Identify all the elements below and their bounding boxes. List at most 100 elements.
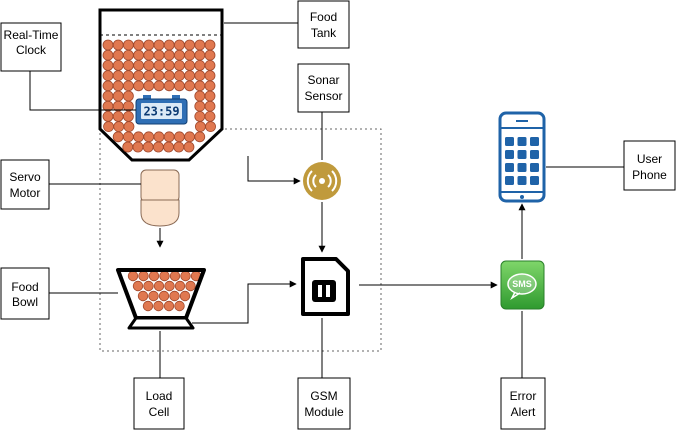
food-pellet: [102, 111, 114, 122]
food-pellet: [148, 290, 159, 302]
food-pellet: [132, 280, 144, 292]
food-pellet: [112, 111, 124, 122]
food-pellet: [163, 49, 175, 61]
food-pellet: [173, 49, 185, 61]
svg-text:Module: Module: [304, 405, 344, 419]
app-tile-icon: [530, 137, 539, 146]
food-pellet: [194, 39, 206, 51]
food-pellet: [102, 60, 114, 71]
svg-text:Tank: Tank: [311, 26, 337, 40]
tank-pellets: [102, 39, 216, 153]
food-pellet: [158, 290, 170, 302]
food-pellet: [122, 111, 134, 122]
gsm-sim-icon: [301, 257, 350, 316]
food-pellet: [143, 60, 155, 71]
food-pellet: [174, 280, 186, 292]
food-pellet: [174, 300, 185, 312]
food-pellet: [113, 121, 125, 132]
connector-clock: [29, 71, 136, 111]
food-pellet: [143, 280, 154, 292]
sms-icon: SMS: [500, 260, 545, 310]
clock-icon: 23:59: [135, 95, 188, 125]
svg-text:User: User: [637, 152, 662, 166]
food-pellet: [137, 290, 149, 302]
svg-text:Servo: Servo: [9, 170, 41, 184]
label-servo-motor: Servo Motor: [0, 159, 50, 210]
food-pellet: [204, 111, 216, 122]
food-pellet: [132, 141, 144, 153]
food-pellet: [194, 70, 206, 81]
food-pellet: [143, 80, 155, 92]
food-pellet: [164, 280, 175, 292]
food-pellet: [173, 131, 185, 143]
food-pellet: [194, 60, 206, 71]
food-pellet: [184, 70, 196, 81]
svg-text:Cell: Cell: [149, 405, 170, 419]
food-pellet: [173, 141, 185, 153]
food-pellet: [123, 121, 135, 132]
label-user-phone: User Phone: [623, 140, 676, 191]
food-pellet: [142, 141, 154, 153]
food-pellet: [133, 131, 144, 143]
bowl-pellets: [127, 270, 202, 312]
svg-text:Sensor: Sensor: [304, 89, 342, 103]
food-pellet: [163, 300, 175, 312]
food-pellet: [148, 270, 160, 282]
app-tile-icon: [517, 137, 527, 146]
food-pellet: [112, 90, 124, 102]
food-pellet: [153, 300, 164, 312]
food-pellet: [163, 131, 175, 143]
app-tile-icon: [517, 150, 527, 159]
food-pellet: [143, 49, 155, 61]
food-pellet: [122, 80, 134, 92]
food-pellet: [127, 270, 139, 282]
food-pellet: [184, 60, 196, 71]
label-sonar-sensor: Sonar Sensor: [297, 63, 350, 113]
connectors: [29, 22, 624, 378]
food-pellet: [142, 300, 154, 312]
sms-icon-text: SMS: [512, 279, 532, 289]
food-pellet: [184, 131, 195, 143]
app-tile-icon: [517, 176, 527, 185]
svg-text:Real-Time: Real-Time: [4, 28, 59, 42]
food-pellet: [194, 90, 206, 102]
food-pellet: [103, 121, 114, 132]
food-pellet: [204, 90, 216, 102]
clock-display-text: 23:59: [143, 105, 179, 119]
food-pellet: [194, 80, 206, 92]
food-pellet: [153, 49, 165, 61]
food-pellet: [153, 60, 165, 71]
food-pellet: [183, 141, 195, 153]
food-bowl-icon: [116, 268, 206, 330]
food-pellet: [133, 60, 145, 71]
svg-text:Error: Error: [510, 389, 537, 403]
system-enclosure: [99, 128, 382, 352]
food-pellet: [112, 49, 124, 61]
svg-text:Food: Food: [11, 280, 38, 294]
food-pellet: [184, 39, 196, 51]
food-pellet: [102, 49, 114, 61]
svg-text:Alert: Alert: [511, 405, 536, 419]
label-gsm-module: GSM Module: [297, 377, 351, 430]
food-pellet: [163, 141, 174, 153]
food-pellet: [194, 131, 206, 143]
food-pellet: [163, 60, 175, 71]
food-pellet: [153, 131, 165, 143]
sonar-sensor-icon: [303, 162, 341, 200]
label-load-cell: Load Cell: [133, 377, 185, 430]
food-pellet: [204, 80, 216, 92]
food-pellet: [173, 39, 185, 51]
food-pellet: [153, 280, 165, 292]
svg-text:Load: Load: [146, 389, 173, 403]
svg-text:Bowl: Bowl: [12, 295, 38, 309]
food-pellet: [204, 39, 216, 51]
food-pellet: [205, 121, 216, 132]
phone-icon: [498, 111, 546, 203]
servo-motor-icon: [140, 169, 180, 227]
food-pellet: [204, 60, 216, 71]
food-pellet: [163, 70, 175, 81]
svg-text:GSM: GSM: [310, 389, 337, 403]
food-pellet: [122, 60, 134, 71]
food-pellet: [184, 80, 196, 92]
